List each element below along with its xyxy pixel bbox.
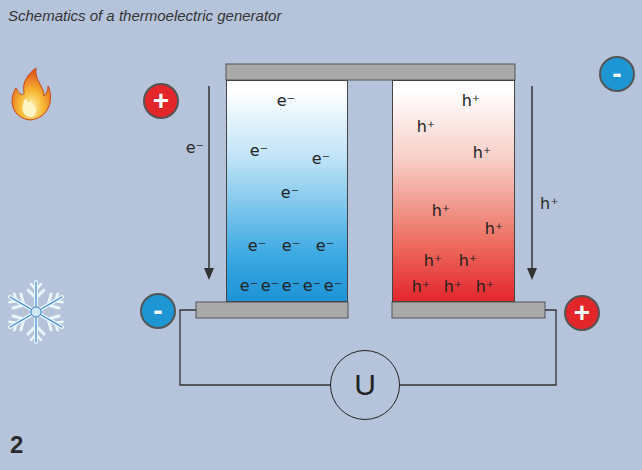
electron-label: e⁻ [312, 151, 330, 167]
hole-label: h⁺ [476, 279, 495, 295]
electron-label: e⁻ [303, 278, 321, 294]
cold-electrode [392, 302, 545, 318]
hole-label: h⁺ [424, 253, 443, 269]
electron-label: e⁻ [281, 185, 299, 201]
flow-label: e⁻ [186, 140, 204, 156]
hole-label: h⁺ [485, 221, 504, 237]
electron-label: e⁻ [261, 278, 279, 294]
polarity-minus: - [599, 56, 635, 92]
wire [180, 310, 330, 385]
voltmeter-circle: U [330, 350, 400, 420]
snowflake-icon [6, 282, 66, 342]
polarity-sign: + [153, 87, 169, 115]
top-electrode [226, 64, 515, 80]
flow-arrow [208, 86, 210, 270]
electron-label: e⁻ [282, 278, 300, 294]
polarity-sign: - [612, 60, 621, 88]
electron-label: e⁻ [248, 238, 266, 254]
wire [400, 310, 556, 385]
hole-label: h⁺ [444, 279, 463, 295]
hole-label: h⁺ [412, 279, 431, 295]
figure-number: 2 [10, 433, 23, 457]
polarity-sign: + [574, 299, 590, 327]
polarity-sign: - [153, 297, 162, 325]
hole-label: h⁺ [432, 203, 451, 219]
electron-label: e⁻ [250, 143, 268, 159]
polarity-minus: - [140, 293, 176, 329]
flame-icon [12, 68, 50, 120]
electron-label: e⁻ [316, 238, 334, 254]
electron-label: e⁻ [277, 93, 295, 109]
cold-electrode [196, 302, 348, 318]
electron-label: e⁻ [324, 278, 342, 294]
electron-label: e⁻ [240, 278, 258, 294]
n-type-leg: e⁻e⁻e⁻e⁻e⁻e⁻e⁻e⁻e⁻e⁻e⁻e⁻ [226, 80, 348, 302]
flow-arrow [531, 86, 533, 270]
hole-label: h⁺ [462, 93, 481, 109]
voltage-symbol: U [354, 370, 376, 400]
polarity-plus: + [564, 295, 600, 331]
hole-label: h⁺ [459, 253, 478, 269]
figure-title: Schematics of a thermoelectric generator [8, 7, 281, 24]
p-type-leg: h⁺h⁺h⁺h⁺h⁺h⁺h⁺h⁺h⁺h⁺ [392, 80, 515, 302]
electron-label: e⁻ [282, 238, 300, 254]
polarity-plus: + [143, 83, 179, 119]
hole-label: h⁺ [417, 119, 436, 135]
flow-label: h⁺ [540, 196, 559, 212]
arrow-head [204, 268, 214, 280]
arrow-head [527, 268, 537, 280]
hole-label: h⁺ [473, 145, 492, 161]
